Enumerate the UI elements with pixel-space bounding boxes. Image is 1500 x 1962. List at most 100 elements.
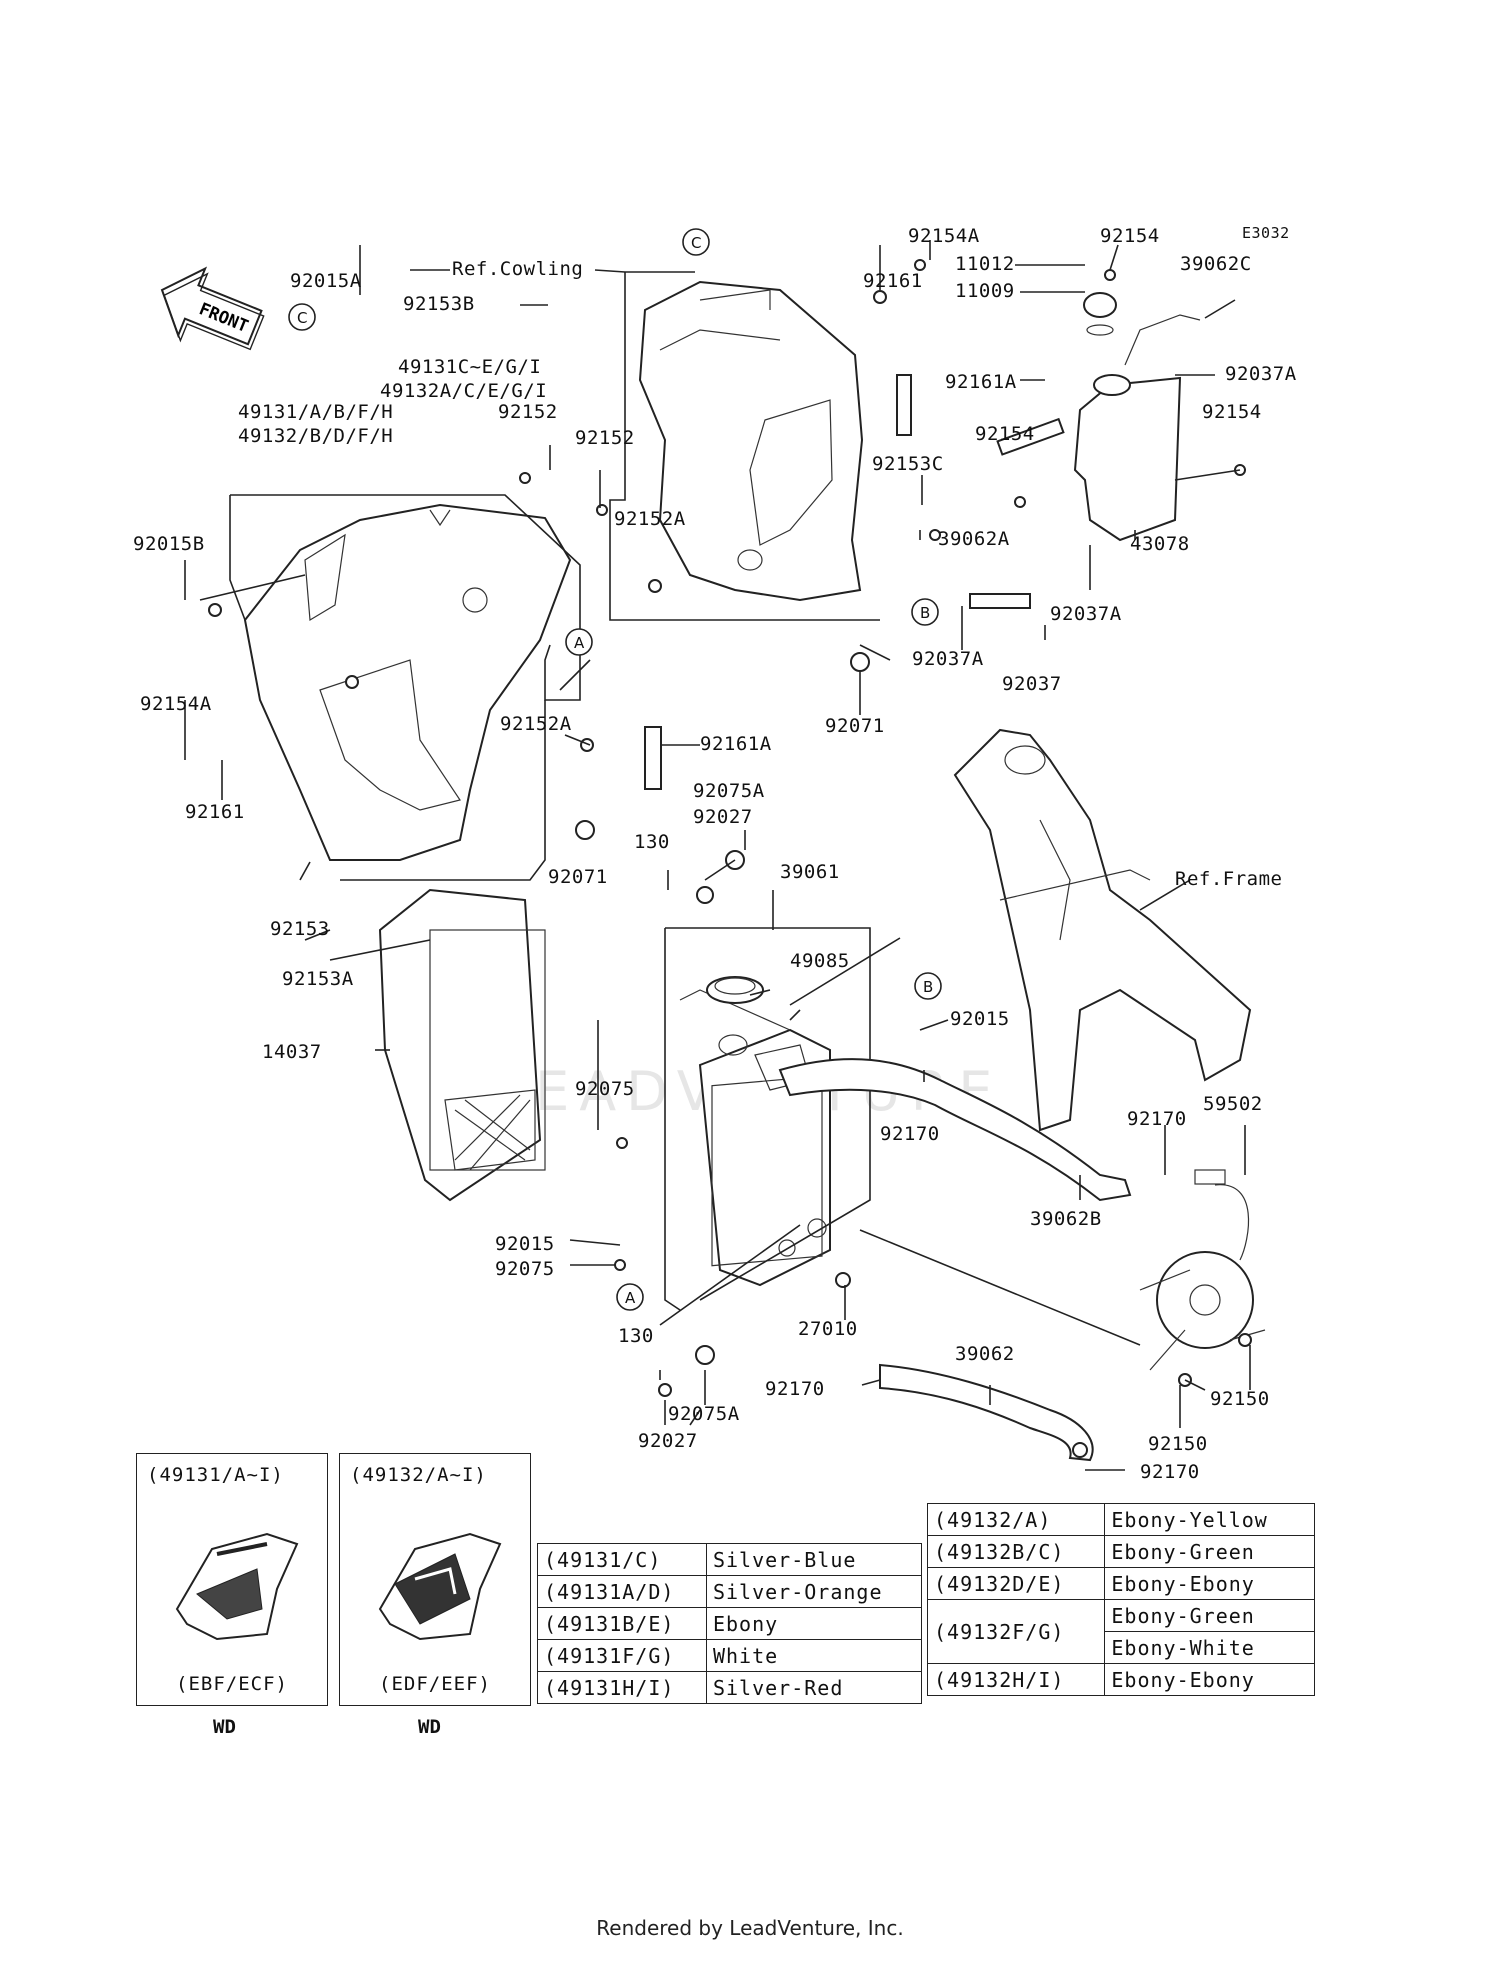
shroud-thumbnail-icon: [175, 1532, 299, 1641]
label-14037: 14037: [262, 1041, 322, 1063]
part-labels: 92015A Ref.Cowling 92153B 92154A 92161 1…: [133, 225, 1297, 1483]
label-92154-top: 92154: [1100, 225, 1160, 247]
table-row: (49131/C)Silver-Blue: [537, 1543, 923, 1576]
color-table-49131: (49131/C)Silver-Blue (49131A/D)Silver-Or…: [537, 1543, 923, 1704]
variant-market-49132: WD: [418, 1716, 441, 1738]
label-49085: 49085: [790, 950, 850, 972]
table-row: (49132/A)Ebony-Yellow: [926, 1503, 1315, 1536]
callout-a-2: A: [616, 1283, 644, 1311]
callout-c-1: C: [288, 303, 316, 331]
svg-text:B: B: [923, 978, 933, 996]
label-92154A-l: 92154A: [140, 693, 212, 715]
label-92153C: 92153C: [872, 453, 944, 475]
label-92170-last: 92170: [1140, 1461, 1200, 1483]
table-row: (49131F/G)White: [537, 1639, 923, 1672]
left-shroud-part: [243, 503, 572, 861]
callout-b-1: B: [911, 598, 939, 626]
label-92075A-bot: 92075A: [668, 1403, 740, 1425]
svg-text:A: A: [574, 634, 585, 652]
label-39062A: 39062A: [938, 528, 1010, 550]
label-92161-top: 92161: [863, 270, 923, 292]
label-92150-r: 92150: [1210, 1388, 1270, 1410]
label-92161A-mid: 92161A: [700, 733, 772, 755]
variant-market-49131: WD: [213, 1716, 236, 1738]
reserve-tank-part: [1073, 292, 1201, 542]
radiator-screen-part: [378, 888, 546, 1202]
leader-lines: [184, 240, 1251, 1471]
table-row: (49132F/G)Ebony-Green: [926, 1599, 1315, 1664]
label-92170-mid: 92170: [880, 1123, 940, 1145]
callout-a-1: A: [565, 628, 593, 656]
right-shroud-part: [638, 280, 864, 602]
frame-part: [953, 728, 1252, 1132]
label-ref-cowling: Ref.Cowling: [452, 258, 583, 280]
table-row: (49131H/I)Silver-Red: [537, 1671, 923, 1704]
svg-text:A: A: [625, 1289, 636, 1307]
label-92153A: 92153A: [282, 968, 354, 990]
label-92015B: 92015B: [133, 533, 205, 555]
label-92152-b: 92152: [575, 427, 635, 449]
label-59502: 59502: [1203, 1093, 1263, 1115]
label-130-bot: 130: [618, 1325, 654, 1347]
label-92075-mid: 92075: [575, 1078, 635, 1100]
table-row: (49131A/D)Silver-Orange: [537, 1575, 923, 1608]
label-92153B: 92153B: [403, 293, 475, 315]
table-row: (49131B/E)Ebony: [537, 1607, 923, 1640]
svg-text:B: B: [920, 604, 930, 622]
variant-code: (EBF/ECF): [176, 1673, 288, 1695]
label-92152-a: 92152: [498, 401, 558, 423]
label-92152A-top: 92152A: [614, 508, 686, 530]
label-49132: 49132/B/D/F/H: [238, 425, 393, 447]
fastener-icons: [208, 259, 1252, 1458]
label-92153: 92153: [270, 918, 330, 940]
hoses-part: [778, 417, 1132, 1462]
label-27010: 27010: [798, 1318, 858, 1340]
variant-title: (49132/A~I): [350, 1464, 487, 1486]
label-39061: 39061: [780, 861, 840, 883]
table-row: (49132D/E)Ebony-Ebony: [926, 1567, 1315, 1600]
table-row: (49132H/I)Ebony-Ebony: [926, 1663, 1315, 1696]
label-49131: 49131/A/B/F/H: [238, 401, 393, 423]
front-arrow-icon: FRONT: [160, 266, 265, 351]
label-39062: 39062: [955, 1343, 1015, 1365]
label-11012: 11012: [955, 253, 1015, 275]
label-92154A-top: 92154A: [908, 225, 980, 247]
svg-text:C: C: [297, 309, 307, 327]
label-92015-r: 92015: [950, 1008, 1010, 1030]
label-92170-r: 92170: [1127, 1108, 1187, 1130]
label-92075A-top: 92075A: [693, 780, 765, 802]
label-92071-mid: 92071: [548, 866, 608, 888]
diagram-code: E3032: [1242, 224, 1290, 242]
radiator-cap-part: [706, 976, 764, 1004]
label-92037A-m: 92037A: [1050, 603, 1122, 625]
shroud-thumbnail-icon: [378, 1532, 502, 1641]
label-ref-frame: Ref.Frame: [1175, 868, 1282, 890]
label-92037A-r: 92037A: [1225, 363, 1297, 385]
label-92154-r: 92154: [1202, 401, 1262, 423]
label-130-top: 130: [634, 831, 670, 853]
label-39062C: 39062C: [1180, 253, 1252, 275]
label-11009: 11009: [955, 280, 1015, 302]
svg-text:C: C: [691, 234, 701, 252]
label-92027-top: 92027: [693, 806, 753, 828]
label-92071-top: 92071: [825, 715, 885, 737]
variant-box-49132: (49132/A~I) (EDF/EEF): [339, 1453, 531, 1706]
variant-box-49131: (49131/A~I) (EBF/ECF): [136, 1453, 328, 1706]
label-92037A-b: 92037A: [912, 648, 984, 670]
label-43078: 43078: [1130, 533, 1190, 555]
label-49131C: 49131C~E/G/I: [398, 356, 541, 378]
label-92152A-mid: 92152A: [500, 713, 572, 735]
label-92161-l: 92161: [185, 801, 245, 823]
label-92154-l: 92154: [975, 423, 1035, 445]
label-92170-bot: 92170: [765, 1378, 825, 1400]
label-92161A-top: 92161A: [945, 371, 1017, 393]
fan-part: [1139, 1169, 1266, 1371]
variant-code: (EDF/EEF): [379, 1673, 491, 1695]
label-92015-l: 92015: [495, 1233, 555, 1255]
label-39062B: 39062B: [1030, 1208, 1102, 1230]
variant-title: (49131/A~I): [147, 1464, 284, 1486]
label-92075-l: 92075: [495, 1258, 555, 1280]
footer-credit: Rendered by LeadVenture, Inc.: [596, 1916, 904, 1940]
radiator-part: [679, 989, 831, 1287]
